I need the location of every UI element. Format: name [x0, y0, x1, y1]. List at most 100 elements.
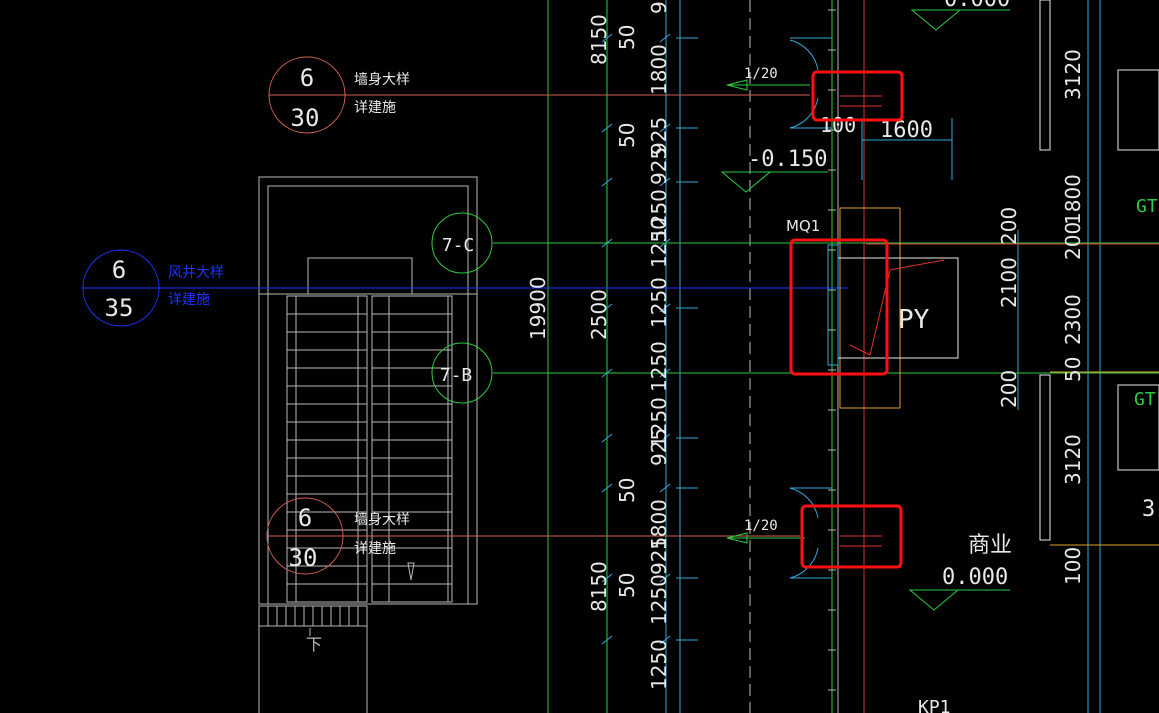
shaft-detail-callout[interactable]: 6 35 风井大样 详建施	[82, 249, 224, 327]
callout-number: 6	[298, 504, 312, 532]
dim-middle: 2500	[587, 289, 611, 340]
staircase-block	[258, 176, 478, 605]
dim-tick	[659, 635, 671, 645]
right-dimension: 3120	[1061, 434, 1085, 485]
callout-number: 6	[300, 64, 314, 92]
dim-tick	[601, 433, 613, 443]
stair-down-label: 下	[306, 635, 322, 654]
dim-tick	[601, 123, 613, 133]
chain-dimension: 1250	[647, 189, 671, 240]
dim-tick	[601, 573, 613, 583]
wall-hatch-marks	[828, 9, 836, 691]
axis-bubble-7b[interactable]: 7-B	[431, 342, 493, 404]
right-dimension: 200	[1061, 222, 1085, 260]
inner-dimension-chain: 9251800925925125012501250125012509251800…	[647, 0, 671, 690]
elevation-label: 0.000	[942, 565, 1008, 590]
callout-title: 墙身大样	[354, 72, 410, 88]
chain-dimension: 925	[647, 0, 671, 14]
dim-bottom-span: 8150	[587, 561, 611, 612]
chain-dimension: 1250	[647, 217, 671, 268]
chain-dimension: 1800	[647, 499, 671, 550]
dim-tick	[601, 33, 613, 43]
elevation-marker-topmost: 0.000	[910, 0, 1010, 31]
horizontal-axis-lines	[82, 94, 1159, 537]
dim-tick	[659, 573, 671, 583]
vertical-dimension-texts: 19900 2500 8150 8150	[526, 14, 611, 612]
elevation-label: -0.150	[748, 147, 827, 172]
callout-note: 详建施	[354, 541, 396, 557]
slope-label-top: 1/20	[744, 66, 778, 82]
dim-tick	[601, 177, 613, 187]
elevation-marker-bottom: 0.000 商业	[908, 533, 1012, 611]
vent-dimension: 2100	[997, 257, 1021, 308]
callout-note: 详建施	[354, 100, 396, 116]
highlight-box-middle	[789, 238, 889, 376]
slope-arrow-bottom: 1/20	[726, 518, 805, 544]
callout-note: 详建施	[168, 292, 210, 308]
door-swing-bottom	[789, 487, 832, 579]
highlight-box-top	[811, 70, 904, 122]
chain-dimension: 1250	[647, 639, 671, 690]
door-offset-dim: 100	[820, 113, 856, 137]
callout-sheet: 35	[105, 294, 134, 322]
inner-extra-dims: 50 50 50 50	[615, 25, 639, 598]
axis-label: 7-B	[440, 365, 473, 386]
elevation-marker-top: -0.150	[720, 147, 828, 193]
door-swing-top	[789, 37, 832, 129]
gt-label-top: GT	[1136, 196, 1158, 217]
dim-tick	[601, 635, 613, 645]
dim-50-lower: 50	[615, 478, 639, 503]
vertical-grid-lines	[547, 0, 1101, 713]
lower-stair-treads	[267, 606, 359, 626]
dim-tick	[659, 33, 671, 43]
highlight-boxes[interactable]	[789, 70, 904, 569]
dim-tick	[659, 483, 671, 493]
dim-tick	[659, 303, 671, 313]
chain-dimension: 925	[647, 537, 671, 575]
callout-title: 风井大样	[168, 265, 224, 281]
vent-shaft-area: MQ1 PY	[786, 207, 959, 409]
chain-dimension: 1800	[647, 44, 671, 95]
callout-title: 墙身大样	[354, 512, 410, 528]
door-dimension: 100 1600	[820, 113, 953, 180]
elevation-label: 0.000	[944, 0, 1010, 12]
stair-arrow-head	[407, 562, 415, 581]
vent-tag: PY	[898, 305, 930, 335]
dim-total: 19900	[526, 276, 550, 340]
stair-treads	[287, 313, 452, 585]
highlight-inner-lines	[840, 95, 882, 547]
dim-tick	[659, 433, 671, 443]
zone-label: 商业	[968, 533, 1012, 558]
chain-dimension: 925	[647, 147, 671, 185]
axis-label: 7-C	[442, 235, 475, 256]
wall-detail-callout-bottom[interactable]: 6 30 墙身大样 详建施	[266, 497, 410, 575]
dim-tick	[601, 303, 613, 313]
vent-dimension-chain: 200 2100 200	[997, 207, 1021, 408]
dim-tick	[659, 177, 671, 187]
chain-dimension: 1250	[647, 397, 671, 448]
right-edge-number: 3	[1142, 497, 1155, 522]
vent-dimension: 200	[997, 207, 1021, 245]
right-dimension: 3120	[1061, 49, 1085, 100]
door-tag: MQ1	[786, 217, 820, 235]
dim-50-top: 50	[615, 25, 639, 50]
dim-tick	[601, 483, 613, 493]
chain-dimension: 1250	[647, 341, 671, 392]
chain-dimension: 925	[647, 117, 671, 155]
highlight-box-bottom	[800, 504, 903, 569]
dim-50-bottom: 50	[615, 573, 639, 598]
bottom-tag: KP1	[918, 697, 951, 713]
vent-dimension: 200	[997, 370, 1021, 408]
callout-number: 6	[112, 256, 126, 284]
wall-detail-callout-top[interactable]: 6 30 墙身大样 详建施	[268, 56, 410, 134]
right-dimension: 1800	[1061, 174, 1085, 225]
slope-arrow-top: 1/20	[726, 66, 810, 91]
right-dimension: 100	[1061, 547, 1085, 585]
right-dimension: 50	[1061, 357, 1085, 382]
callout-sheet: 30	[291, 104, 320, 132]
axis-bubble-7c[interactable]: 7-C	[431, 212, 493, 274]
door-width-dim: 1600	[880, 118, 933, 143]
